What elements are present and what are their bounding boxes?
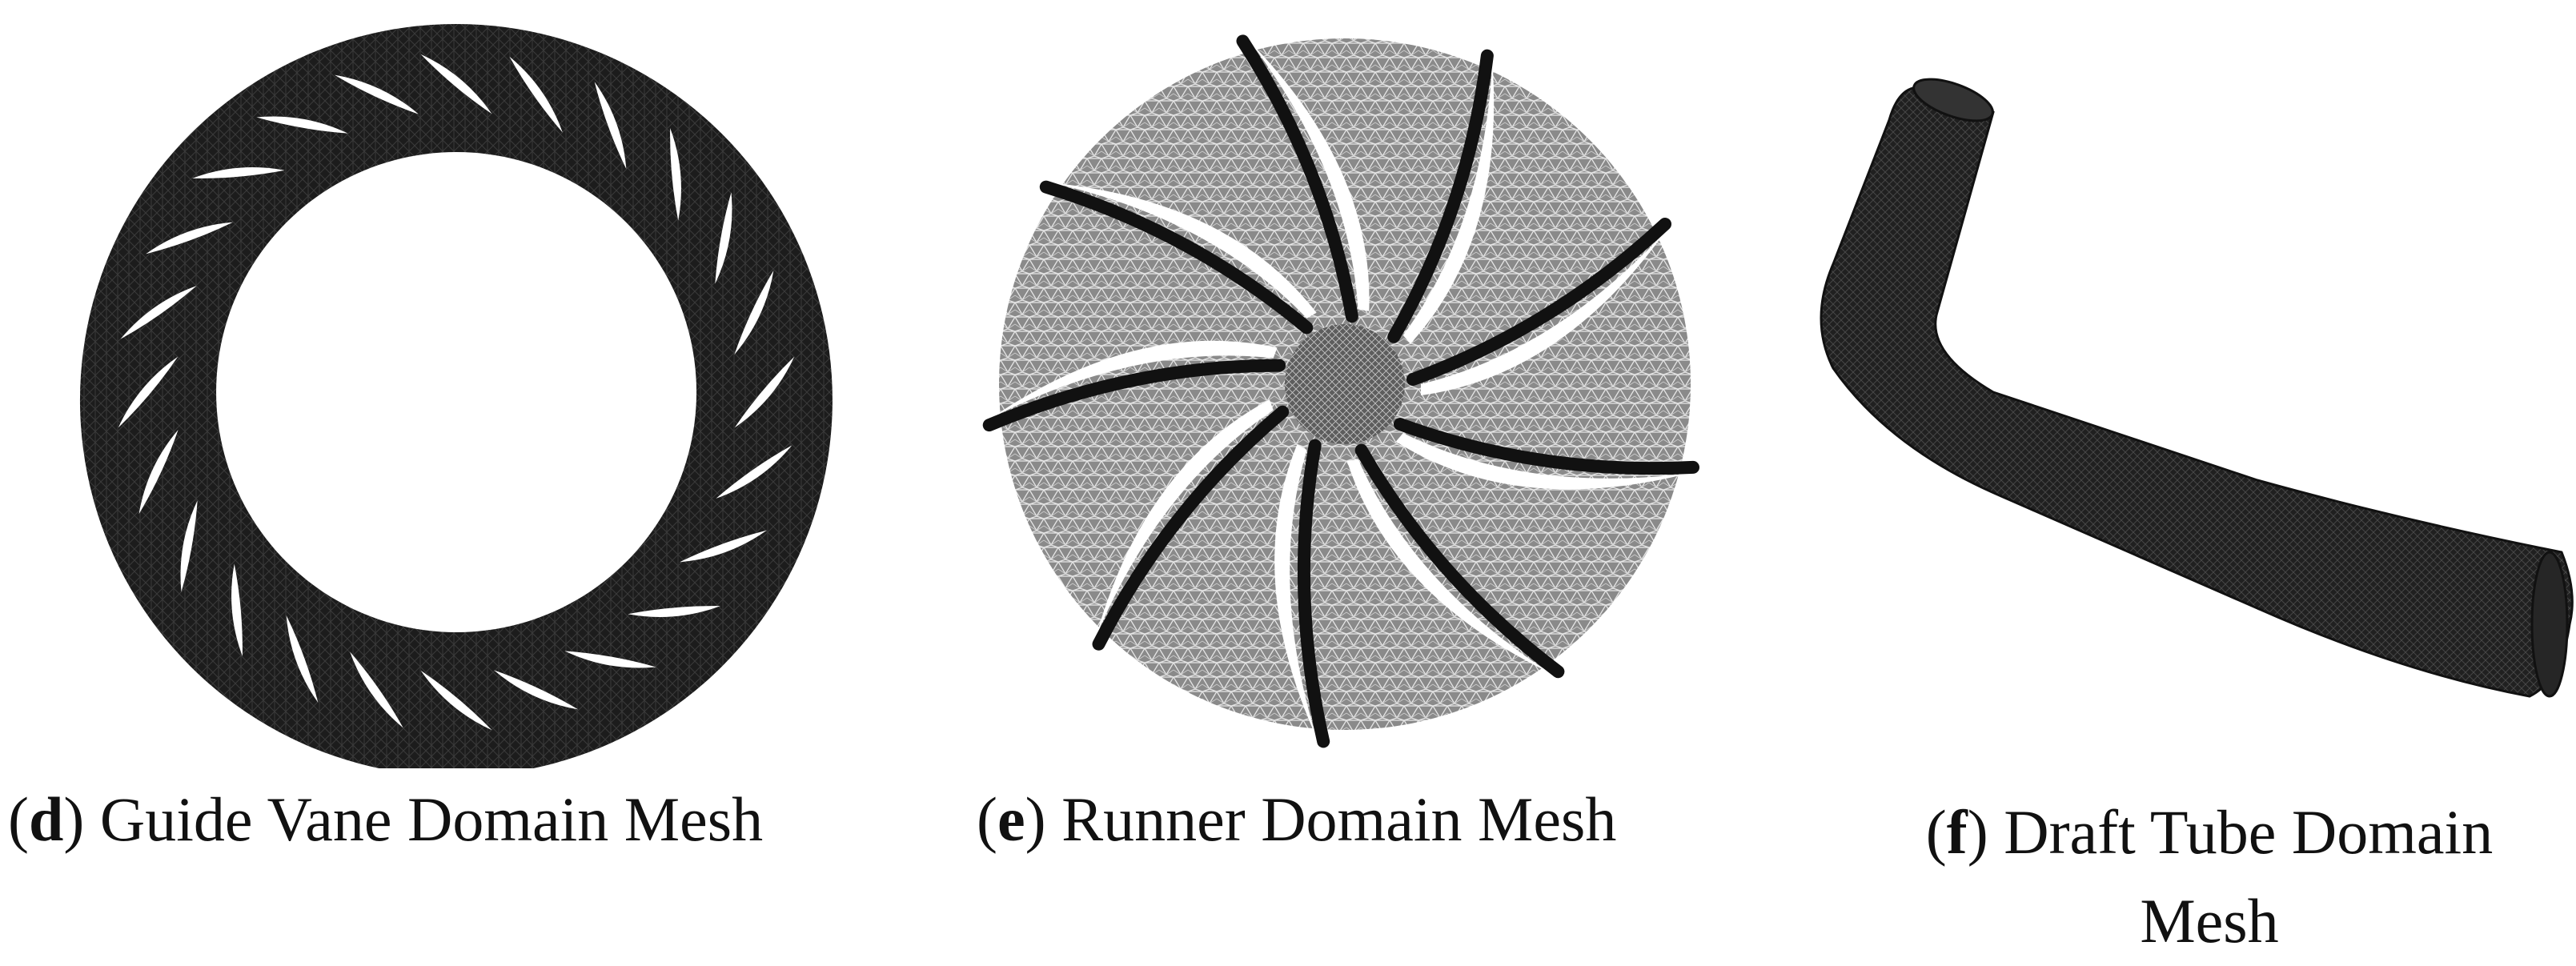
runner-blade [1092,399,1290,651]
guide-vane-slot [231,563,243,656]
draft-tube-mesh-image [1820,78,2574,698]
runner-blades [982,34,1699,748]
guide-vane-slot [118,356,179,428]
runner-blade [1039,180,1317,335]
runner-blade [1346,443,1565,679]
panel-guide-vane: (d) Guide Vane Domain Mesh [0,0,913,954]
guide-vane-slot [564,651,656,668]
panel-title: Guide Vane Domain Mesh [99,784,764,854]
guide-vane-slot [334,74,419,114]
guide-vane-slot [192,167,285,178]
panel-title: Draft Tube Domain Mesh [2004,797,2494,956]
panel-letter: e [997,784,1025,854]
runner-blade [1406,218,1671,395]
guide-vane-slot [120,286,197,339]
runner-blade [982,340,1286,432]
runner-blade [1387,49,1495,344]
runner-blade [1236,34,1370,323]
guide-vane-slot [628,606,720,617]
caption-draft-tube: (f) Draft Tube Domain Mesh [1925,797,2494,956]
guide-vane-slot [716,445,792,499]
guide-vane-slot [420,670,492,731]
panel-runner: (e) Runner Domain Mesh [929,0,1761,954]
guide-vane-slot [734,270,774,355]
caption-guide-vane: (d) Guide Vane Domain Mesh [8,784,764,854]
panel-letter: f [1946,797,1968,867]
panel-draft-tube: (f) Draft Tube Domain Mesh [1761,0,2576,956]
caption-runner: (e) Runner Domain Mesh [977,784,1617,854]
guide-vane-slot [180,500,198,592]
guide-vane-slot [146,222,234,255]
guide-vane-slot [350,651,403,728]
guide-vane-slot [420,54,492,114]
guide-vane-slot [509,56,563,133]
guide-vane-slot [256,116,348,134]
runner-blade [1393,418,1699,490]
guide-vane-slot [286,615,319,703]
runner-mesh-image [982,34,1699,748]
guide-vane-slot [670,128,681,221]
guide-vane-slots [118,54,795,731]
guide-vane-slot [138,430,179,515]
guide-vane-slot [494,670,579,710]
panel-title: Runner Domain Mesh [1061,784,1617,854]
panel-letter: d [28,784,64,854]
guide-vane-ring [79,24,833,768]
draft-tube-body [1820,78,2574,698]
guide-vane-slot [594,82,627,170]
guide-vane-slot [715,192,732,284]
guide-vane-slot [679,530,767,563]
guide-vane-mesh-image [79,24,833,768]
guide-vane-slot [734,356,795,428]
runner-hub [1285,324,1405,444]
runner-blade [1274,439,1330,748]
